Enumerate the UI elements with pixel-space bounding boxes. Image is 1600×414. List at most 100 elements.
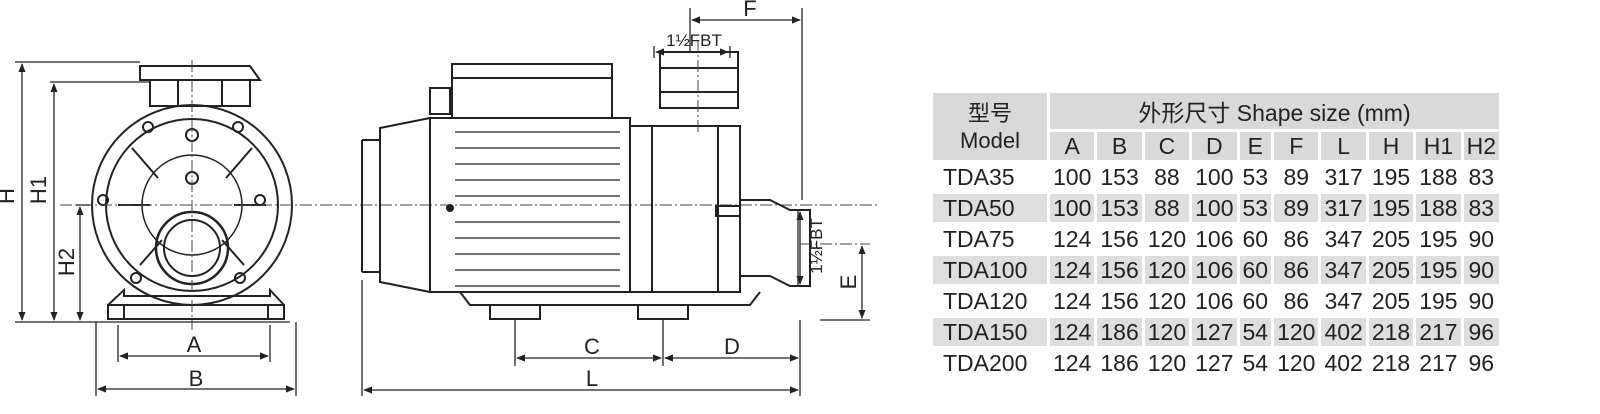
- dim-label-c: C: [584, 334, 600, 359]
- dimension-cell: 186: [1100, 350, 1139, 376]
- model-header-en: Model: [960, 127, 1020, 153]
- dimension-cell: 96: [1463, 318, 1499, 346]
- model-cell: TDA150: [933, 318, 1047, 346]
- model-cell: TDA100: [933, 256, 1047, 284]
- dimension-cell: 156: [1097, 256, 1142, 284]
- pump-side-view: [361, 51, 811, 320]
- dimension-cell: 60: [1239, 256, 1272, 284]
- model-column-header: 型号 Model: [933, 93, 1047, 160]
- column-header: L: [1321, 132, 1366, 160]
- column-header: D: [1192, 132, 1237, 160]
- dimension-cell: 89: [1283, 164, 1310, 190]
- dimension-cell: 53: [1239, 194, 1272, 222]
- dimension-cell: 217: [1419, 350, 1458, 376]
- model-cell: TDA35: [943, 164, 1015, 190]
- dimension-cell: 218: [1371, 350, 1411, 376]
- dimension-cell: 83: [1468, 164, 1495, 190]
- dimension-cell: 90: [1463, 256, 1499, 284]
- dimension-cell: 195: [1416, 256, 1461, 284]
- dimension-cell: 120: [1274, 318, 1319, 346]
- dimension-cell: 347: [1324, 288, 1363, 314]
- dimension-cell: 205: [1371, 288, 1411, 314]
- dimension-cell: 53: [1242, 164, 1269, 190]
- dimension-cell: 124: [1053, 288, 1092, 314]
- dim-label-f: F: [743, 0, 756, 21]
- dimension-cell: 100: [1195, 164, 1234, 190]
- dim-label-e: E: [836, 275, 861, 290]
- dimension-cell: 124: [1050, 256, 1095, 284]
- dimension-cell: 124: [1050, 318, 1095, 346]
- model-cell: TDA75: [943, 226, 1015, 252]
- dimension-cell: 89: [1274, 194, 1319, 222]
- shape-size-table: 型号 Model 外形尺寸 Shape size (mm) A B C D E …: [930, 90, 1502, 380]
- dim-label-b: B: [189, 366, 204, 391]
- dimension-cell: 156: [1100, 288, 1139, 314]
- dimension-cell: 106: [1192, 256, 1237, 284]
- dimension-cell: 120: [1144, 318, 1190, 346]
- dimension-cell: 120: [1147, 226, 1187, 252]
- outlet-thread-label: 1½FBT: [666, 31, 722, 50]
- column-header: E: [1239, 132, 1272, 160]
- dimension-cell: 195: [1368, 194, 1414, 222]
- model-header-cn: 型号: [967, 100, 1012, 126]
- dim-label-h: H: [0, 188, 19, 204]
- dimension-cell: 90: [1468, 288, 1495, 314]
- dimension-cell: 86: [1274, 256, 1319, 284]
- dimension-cell: 217: [1416, 318, 1461, 346]
- dimension-cell: 195: [1419, 226, 1458, 252]
- column-header: H1: [1416, 132, 1461, 160]
- dimension-cell: 60: [1242, 226, 1269, 252]
- dim-label-h1: H1: [26, 176, 51, 204]
- dimension-cell: 317: [1321, 194, 1366, 222]
- dimension-cell: 195: [1419, 288, 1458, 314]
- dimension-cell: 127: [1195, 350, 1234, 376]
- side-dimension-lines: [361, 8, 870, 396]
- dimension-cell: 100: [1192, 194, 1237, 222]
- dimension-cell: 120: [1277, 350, 1316, 376]
- column-header: B: [1097, 132, 1142, 160]
- dimension-cell: 88: [1154, 164, 1180, 190]
- dimension-cell: 106: [1195, 288, 1234, 314]
- dimension-cell: 402: [1321, 318, 1366, 346]
- dim-label-a: A: [187, 332, 202, 357]
- dimension-cell: 153: [1100, 164, 1139, 190]
- dimension-cell: 188: [1419, 164, 1458, 190]
- dimension-cell: 120: [1147, 350, 1187, 376]
- column-header: F: [1274, 132, 1319, 160]
- dim-label-l: L: [586, 366, 598, 391]
- shape-size-header: 外形尺寸 Shape size (mm): [1050, 93, 1499, 129]
- dimension-cell: 88: [1144, 194, 1190, 222]
- dimension-cell: 83: [1463, 194, 1499, 222]
- dimension-cell: 90: [1468, 226, 1495, 252]
- dimension-cell: 188: [1416, 194, 1461, 222]
- side-centerlines: [697, 40, 870, 245]
- dimension-cell: 60: [1242, 288, 1269, 314]
- dimension-cell: 153: [1097, 194, 1142, 222]
- dimension-cell: 100: [1050, 194, 1095, 222]
- technical-drawings: H H1 H2 A B: [0, 0, 880, 396]
- dimension-cell: 127: [1192, 318, 1237, 346]
- column-header: H: [1368, 132, 1414, 160]
- dimension-cell: 205: [1371, 226, 1411, 252]
- front-centerlines: [60, 60, 880, 330]
- dimension-cell: 100: [1053, 164, 1092, 190]
- dimension-cell: 54: [1239, 318, 1272, 346]
- dimension-cell: 86: [1283, 226, 1310, 252]
- dimension-cell: 195: [1371, 164, 1411, 190]
- dimension-cell: 120: [1147, 288, 1187, 314]
- inlet-thread-label: 1½FBT: [807, 218, 826, 274]
- dimension-cell: 96: [1468, 350, 1495, 376]
- dim-label-h2: H2: [54, 248, 79, 276]
- column-header: C: [1144, 132, 1190, 160]
- dimension-cell: 186: [1097, 318, 1142, 346]
- model-cell: TDA120: [943, 288, 1028, 314]
- dimension-cell: 347: [1321, 256, 1366, 284]
- dimension-cell: 347: [1324, 226, 1363, 252]
